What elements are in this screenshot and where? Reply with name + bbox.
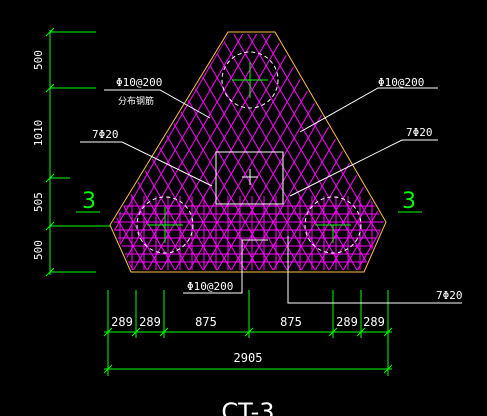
hdim-4: 875 <box>280 315 302 329</box>
section-marks: 3 3 <box>76 189 422 214</box>
leader-main-bottom <box>287 236 462 304</box>
total-width: 2905 <box>234 351 263 365</box>
rebar-diagonal-b <box>339 34 384 270</box>
annotations: Φ10@200 分布钢筋 7Φ20 Φ10@200 7Φ20 Φ10@200 7… <box>92 76 463 302</box>
pile-cap-outline <box>109 31 387 273</box>
rebar-diagonal-a <box>112 34 165 270</box>
hdim-3: 875 <box>195 315 217 329</box>
leader-main-right <box>289 139 438 197</box>
leader-dist-left <box>104 89 211 119</box>
rebar-diagonal-b <box>297 34 384 270</box>
leader-dist-right <box>299 87 438 133</box>
rebar-diagonal-a <box>112 34 179 270</box>
pile-left <box>136 196 194 254</box>
pile-circles <box>136 51 362 254</box>
dist-bar-right-label: Φ10@200 <box>378 76 424 89</box>
hdim-6: 289 <box>363 315 385 329</box>
main-bar-bottom-label: 7Φ20 <box>436 289 463 302</box>
dist-bar-bottom-label: Φ10@200 <box>187 280 233 293</box>
vdim-2: 1010 <box>32 120 45 147</box>
rebar-diagonal-b <box>129 34 305 270</box>
rebar-diagonal-b <box>311 34 384 270</box>
pile-top <box>221 51 279 109</box>
rebar-diagonal-b <box>112 34 277 270</box>
rebar-diagonal-b <box>241 34 384 270</box>
leader-lines <box>80 87 462 304</box>
horizontal-dimension-texts: 289 289 875 875 289 289 2905 <box>111 315 385 365</box>
pile-right <box>304 196 362 254</box>
vdim-4: 500 <box>32 240 45 260</box>
rebar-diagonal-b <box>112 34 249 270</box>
pile-center-marks <box>147 62 351 243</box>
main-bar-right-label: 7Φ20 <box>406 126 433 139</box>
section-mark-right: 3 <box>402 189 416 214</box>
vdim-3: 505 <box>32 192 45 212</box>
drawing-title: CT-3 <box>221 398 274 416</box>
rebar-diagonal-b <box>325 34 384 270</box>
section-mark-left: 3 <box>82 189 96 214</box>
center-cross <box>242 169 258 185</box>
vertical-dimension-chain <box>45 27 110 277</box>
hdim-1: 289 <box>111 315 133 329</box>
leader-main-left <box>80 141 213 187</box>
hdim-5: 289 <box>336 315 358 329</box>
rebar-diagonal-a <box>112 34 193 270</box>
rebar-diagonal-b <box>115 34 291 270</box>
main-bar-left-label: 7Φ20 <box>92 128 119 141</box>
dist-bar-note: 分布钢筋 <box>118 95 154 107</box>
vertical-dimension-texts: 500 1010 505 500 <box>32 50 45 260</box>
column-outline <box>215 151 284 205</box>
vdim-1: 500 <box>32 50 45 70</box>
dist-bar-left-label: Φ10@200 <box>116 76 162 89</box>
horizontal-dimension-chain <box>103 290 393 376</box>
leader-dist-bottom <box>183 239 268 294</box>
hdim-2: 289 <box>139 315 161 329</box>
